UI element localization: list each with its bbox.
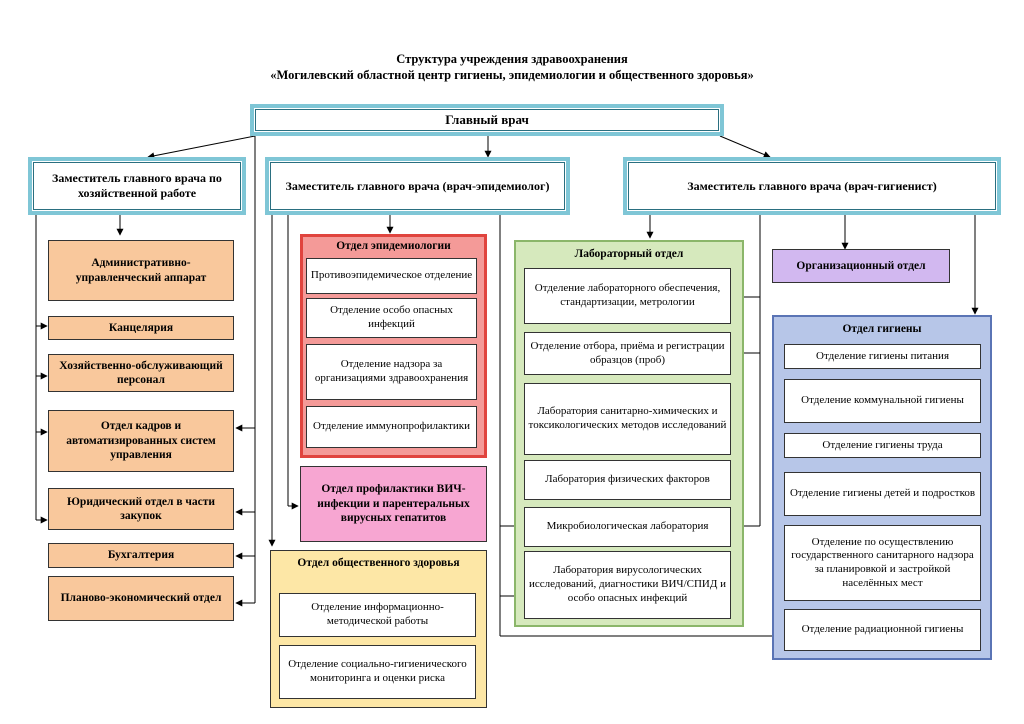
page-title: Структура учреждения здравоохранения [396,52,628,66]
public-health-title: Отдел общественного здоровья [297,557,460,569]
epidemiology-item: Отделение надзора за организациями здрав… [306,344,477,400]
epidemiology-item: Отделение иммунопрофилактики [306,406,477,448]
epidemiology-item: Отделение особо опасных инфекций [306,298,477,338]
public-health-item: Отделение социально-гигиенического монит… [279,645,476,699]
deputy-economic-box: Заместитель главного врача по хозяйствен… [28,157,246,215]
hygiene-item: Отделение коммунальной гигиены [784,379,981,423]
hiv-prevention-box: Отдел профилактики ВИЧ-инфекции и парент… [300,466,487,542]
laboratory-item: Микробиологическая лаборатория [524,507,731,547]
laboratory-item: Лаборатория физических факторов [524,460,731,500]
organizational-dept-box: Организационный отдел [772,249,950,283]
admin-unit: Канцелярия [48,316,234,340]
hygiene-item: Отделение по осуществлению государственн… [784,525,981,601]
admin-unit: Административно-управленческий аппарат [48,240,234,301]
admin-unit: Бухгалтерия [48,543,234,568]
epidemiology-title: Отдел эпидемиологии [336,240,451,252]
admin-unit: Планово-экономический отдел [48,576,234,621]
chief-doctor-box: Главный врач [250,104,724,136]
laboratory-title: Лабораторный отдел [574,248,684,260]
laboratory-item: Лаборатория санитарно-химических и токси… [524,383,731,455]
laboratory-item: Отделение отбора, приёма и регистрации о… [524,332,731,375]
admin-unit: Отдел кадров и автоматизированных систем… [48,410,234,472]
deputy-epidemiologist-box: Заместитель главного врача (врач-эпидеми… [265,157,570,215]
page-subtitle: «Могилевский областной центр гигиены, эп… [270,68,754,82]
hygiene-item: Отделение гигиены труда [784,433,981,458]
hygiene-item: Отделение гигиены питания [784,344,981,369]
admin-unit: Хозяйственно-обслуживающий персонал [48,354,234,392]
laboratory-item: Отделение лабораторного обеспечения, ста… [524,268,731,324]
epidemiology-item: Противоэпидемическое отделение [306,258,477,294]
hygiene-title: Отдел гигиены [842,323,922,335]
public-health-item: Отделение информационно-методической раб… [279,593,476,637]
hygiene-item: Отделение радиационной гигиены [784,609,981,651]
laboratory-item: Лаборатория вирусологических исследовани… [524,551,731,619]
hygiene-item: Отделение гигиены детей и подростков [784,472,981,516]
admin-unit: Юридический отдел в части закупок [48,488,234,530]
deputy-hygienist-box: Заместитель главного врача (врач-гигиени… [623,157,1001,215]
